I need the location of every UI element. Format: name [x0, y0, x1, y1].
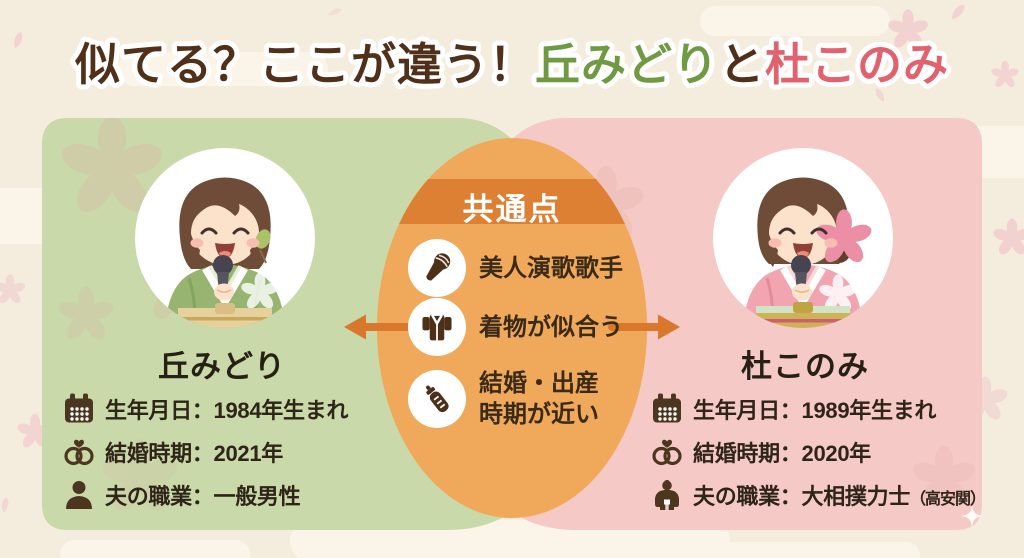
left-arrow-icon: [344, 314, 416, 340]
title-banner: 似てる？ここが違う！丘みどりと杜このみ: [69, 34, 953, 95]
left-profile-name: 丘みどり: [158, 349, 286, 384]
title-connector: と: [719, 39, 765, 90]
right-arrow-icon: [608, 314, 680, 340]
common-item-text: 美人演歌歌手: [479, 254, 623, 282]
row-label: 生年月日：: [693, 398, 802, 423]
oka-midori-avatar: [135, 148, 315, 328]
icon-circle: [408, 239, 466, 297]
common-item: 着物が似合う: [408, 298, 623, 356]
title-right-name: 杜このみ: [765, 39, 949, 90]
right-profile-name: 杜このみ: [741, 349, 869, 384]
common-item-text: 着物が似合う: [479, 313, 623, 341]
common-item: 美人演歌歌手: [408, 239, 623, 297]
row-label: 夫の職業：: [105, 484, 214, 509]
common-header-band: [377, 179, 647, 224]
row-value-note: （高安関）: [910, 491, 986, 508]
row-label: 生年月日：: [105, 398, 214, 423]
profile-row: 夫の職業：一般男性: [62, 476, 301, 514]
mori-konomi-avatar: [713, 148, 893, 328]
icon-circle: [408, 370, 466, 428]
calendar-icon: [653, 393, 681, 423]
row-label: 夫の職業：: [693, 484, 802, 509]
profile-row: 生年月日：1984年生まれ: [62, 390, 348, 428]
wedding-rings-icon: [652, 439, 682, 466]
common-item-text-line2: 時期が近い: [479, 401, 599, 428]
row-value: 2020年: [801, 441, 872, 466]
row-value: 一般男性: [213, 484, 301, 509]
profile-row: 結婚時期：2021年: [62, 433, 283, 471]
common-header: 共通点: [462, 192, 562, 227]
common-item-text-line1: 結婚・出産: [479, 370, 599, 397]
profile-row: 夫の職業：大相撲力士（高安関）: [650, 476, 986, 514]
title-left-name: 丘みどり: [535, 39, 719, 90]
sparkle-decoration: [961, 505, 983, 527]
icon-circle: [408, 298, 466, 356]
wedding-rings-icon: [64, 439, 94, 466]
profile-row: 結婚時期：2020年: [650, 433, 871, 471]
title-prefix: 似てる？ここが違う！: [74, 39, 535, 90]
microphone-icon: [426, 253, 451, 281]
row-value: 大相撲力士: [801, 484, 911, 509]
row-label: 結婚時期：: [693, 441, 802, 466]
row-value: 1984年生まれ: [213, 398, 349, 423]
sumo-wrestler-icon: [655, 480, 679, 510]
baby-bottle-icon: [426, 385, 449, 413]
calendar-icon: [65, 393, 93, 423]
row-label: 結婚時期：: [105, 441, 214, 466]
page-title: 似てる？ここが違う！丘みどりと杜このみ: [74, 39, 949, 90]
row-value: 2021年: [213, 441, 284, 466]
kimono-icon: [422, 311, 452, 341]
husband-icon: [66, 481, 92, 509]
row-value: 1989年生まれ: [801, 398, 937, 423]
common-item: 結婚・出産 時期が近い: [408, 368, 599, 430]
profile-row: 生年月日：1989年生まれ: [650, 390, 936, 428]
